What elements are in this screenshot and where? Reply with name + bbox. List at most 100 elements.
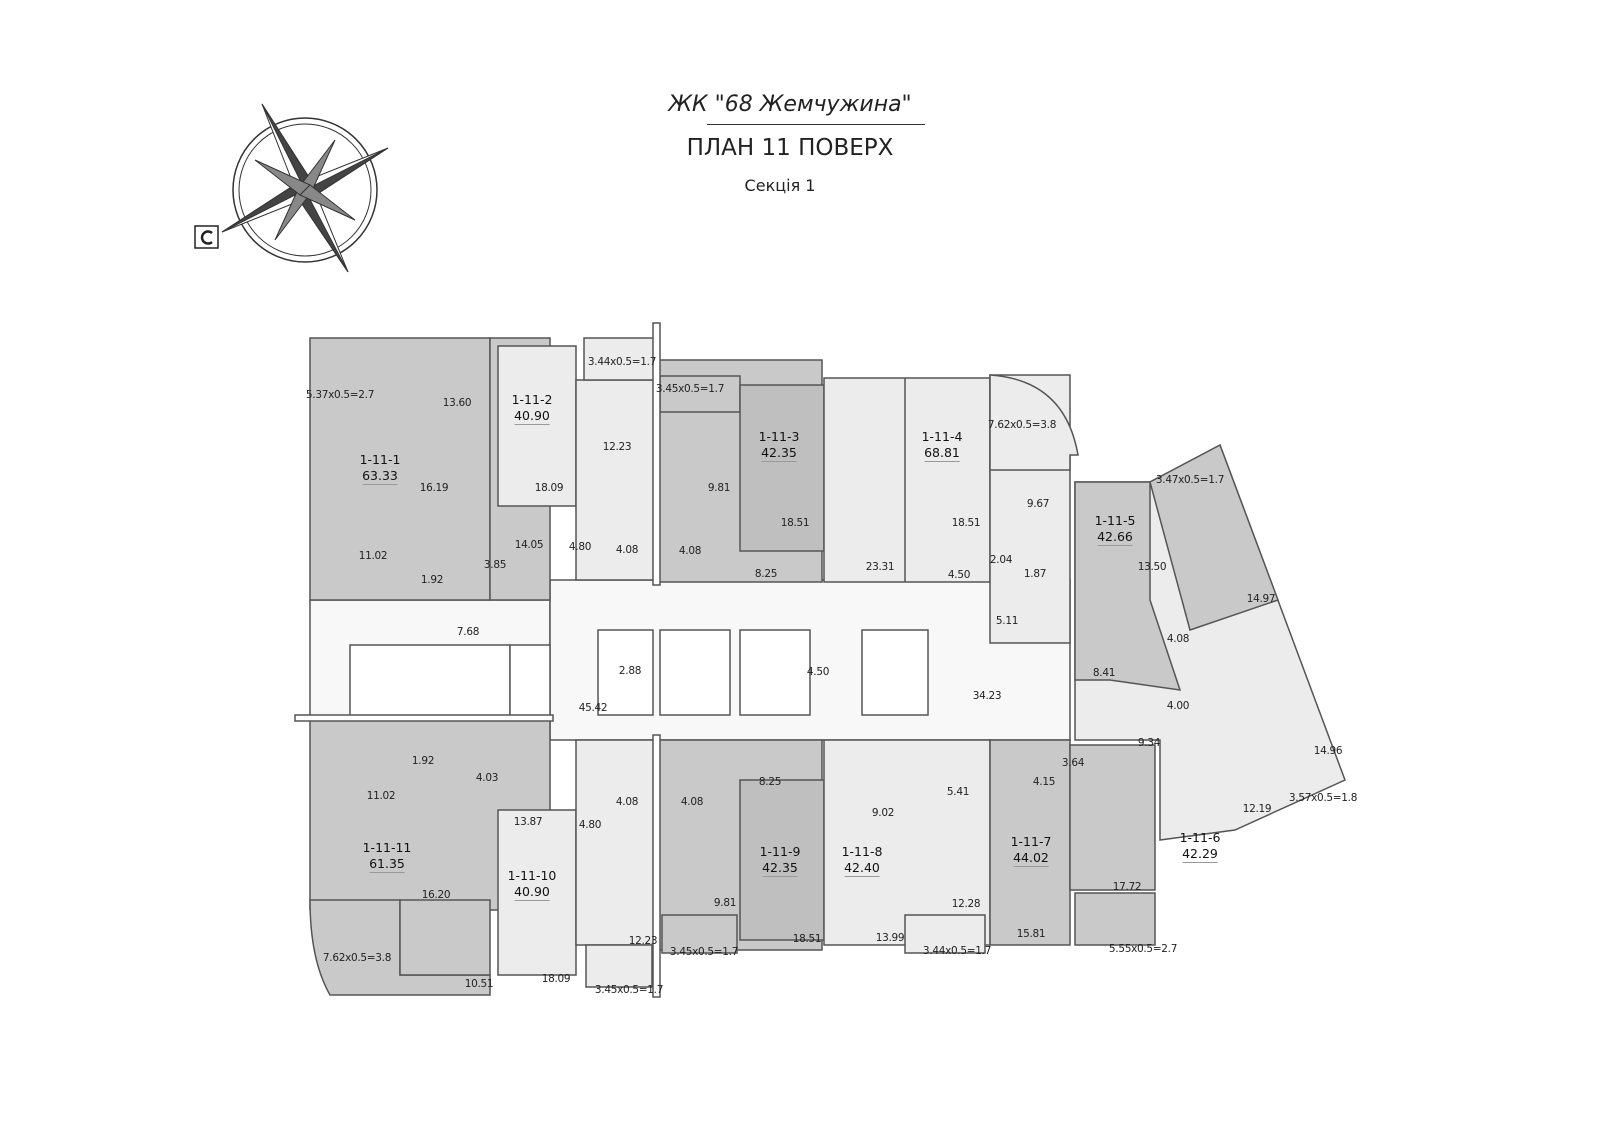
room-area-label: 4.80 (578, 819, 602, 831)
room-area-label: 10.51 (464, 978, 494, 990)
apartment-number: 1-11-3 (758, 429, 800, 444)
room-area-label: 18.51 (951, 517, 981, 529)
room-area-label: 8.41 (1092, 667, 1116, 679)
room-area-label: 9.02 (871, 807, 895, 819)
room-area-label: 13.99 (875, 932, 905, 944)
room-area-label: 4.08 (680, 796, 704, 808)
room-area-label: 18.51 (780, 517, 810, 529)
apartment-number: 1-11-1 (359, 452, 401, 467)
room-area-label: 3.85 (483, 559, 507, 571)
title-underline (707, 124, 925, 125)
room-area-label: 12.19 (1242, 803, 1272, 815)
floor-plan-title: ПЛАН 11 ПОВЕРХ (686, 135, 894, 161)
room-area-label: 9.81 (707, 482, 731, 494)
apartment-area: 42.29 (1182, 846, 1218, 863)
room-area-label: 4.08 (1166, 633, 1190, 645)
room-area-label: 14.97 (1246, 593, 1276, 605)
room-area-label: 5.41 (946, 786, 970, 798)
section-label: Секція 1 (744, 176, 816, 195)
apartment-number: 1-11-9 (759, 844, 801, 859)
room-area-label: 5.37x0.5=2.7 (305, 389, 375, 401)
apartment-number: 1-11-8 (841, 844, 883, 859)
room-area-label: 3.64 (1061, 757, 1085, 769)
room-area-label: 1.92 (411, 755, 435, 767)
room-area-label: 4.08 (615, 544, 639, 556)
room-area-label: 3.45x0.5=1.7 (655, 383, 725, 395)
room-area-label: 13.60 (442, 397, 472, 409)
room-area-label: 12.23 (628, 935, 658, 947)
room-area-label: 4.50 (806, 666, 830, 678)
rotate-icon (194, 225, 219, 249)
apartment-number: 1-11-2 (511, 392, 553, 407)
apartment-number: 1-11-7 (1010, 834, 1052, 849)
room-area-label: 1.87 (1023, 568, 1047, 580)
apartment-area: 63.33 (362, 468, 398, 485)
room-area-label: 1.92 (420, 574, 444, 586)
room-area-label: 13.50 (1137, 561, 1167, 573)
room-area-label: 23.31 (865, 561, 895, 573)
room-area-label: 5.11 (995, 615, 1019, 627)
apartment-area: 61.35 (369, 856, 405, 873)
room-area-label: 2.88 (618, 665, 642, 677)
room-area-label: 8.25 (758, 776, 782, 788)
room-area-label: 34.23 (972, 690, 1002, 702)
room-area-label: 3.44x0.5=1.7 (922, 945, 992, 957)
room-area-label: 3.45x0.5=1.7 (594, 984, 664, 996)
apartment-area: 40.90 (514, 884, 550, 901)
room-area-label: 11.02 (366, 790, 396, 802)
room-area-label: 11.02 (358, 550, 388, 562)
room-area-label: 5.55x0.5=2.7 (1108, 943, 1178, 955)
room-area-label: 16.20 (421, 889, 451, 901)
room-area-label: 4.08 (678, 545, 702, 557)
room-area-label: 4.00 (1166, 700, 1190, 712)
apartment-area: 42.66 (1097, 529, 1133, 546)
room-area-label: 9.81 (713, 897, 737, 909)
room-area-label: 9.34 (1137, 737, 1161, 749)
room-area-label: 12.28 (951, 898, 981, 910)
room-area-label: 45.42 (578, 702, 608, 714)
compass-rose-icon (221, 103, 389, 273)
room-area-label: 7.62x0.5=3.8 (987, 419, 1057, 431)
room-area-label: 14.96 (1313, 745, 1343, 757)
apartment-area: 44.02 (1013, 850, 1049, 867)
apartment-area: 42.35 (762, 860, 798, 877)
room-area-label: 17.72 (1112, 881, 1142, 893)
room-area-label: 3.44x0.5=1.7 (587, 356, 657, 368)
room-area-label: 18.09 (534, 482, 564, 494)
apartment-number: 1-11-6 (1179, 830, 1221, 845)
room-area-label: 13.87 (513, 816, 543, 828)
apartment-number: 1-11-4 (921, 429, 963, 444)
room-area-label: 14.05 (514, 539, 544, 551)
room-area-label: 4.08 (615, 796, 639, 808)
room-area-label: 4.15 (1032, 776, 1056, 788)
room-area-label: 7.62x0.5=3.8 (322, 952, 392, 964)
room-area-label: 3.57x0.5=1.8 (1288, 792, 1358, 804)
room-area-label: 18.09 (541, 973, 571, 985)
room-area-label: 9.67 (1026, 498, 1050, 510)
apartment-number: 1-11-5 (1094, 513, 1136, 528)
room-area-label: 3.47x0.5=1.7 (1155, 474, 1225, 486)
room-area-label: 4.80 (568, 541, 592, 553)
apartment-number: 1-11-11 (362, 840, 412, 855)
apartment-number: 1-11-10 (507, 868, 557, 883)
room-area-label: 16.19 (419, 482, 449, 494)
room-area-label: 7.68 (456, 626, 480, 638)
room-area-label: 4.50 (947, 569, 971, 581)
apartment-area: 68.81 (924, 445, 960, 462)
room-area-label: 4.03 (475, 772, 499, 784)
room-area-label: 15.81 (1016, 928, 1046, 940)
apartment-area: 42.40 (844, 860, 880, 877)
room-area-label: 2.04 (989, 554, 1013, 566)
